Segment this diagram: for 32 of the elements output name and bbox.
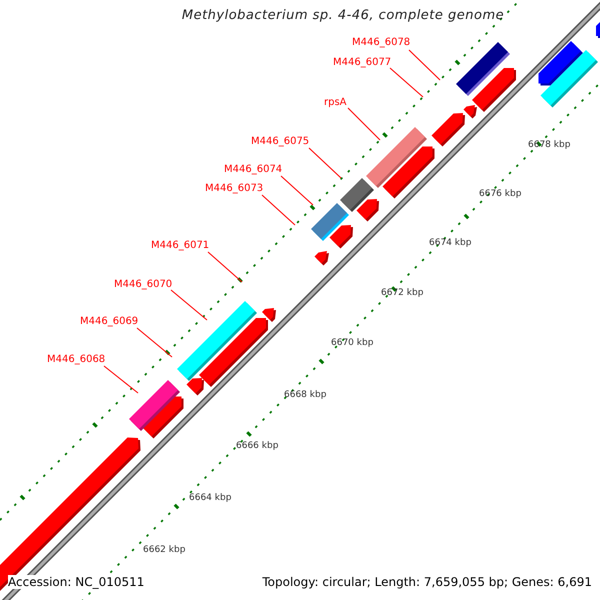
scale-label: 6678 kbp xyxy=(528,140,570,151)
scale-label: 6674 kbp xyxy=(429,238,472,249)
gene-label: M446_6078 xyxy=(352,37,410,49)
gene-label: M446_6071 xyxy=(151,240,210,252)
scale-label: 6666 kbp xyxy=(236,441,278,452)
accession-note: Accession: NC_010511 xyxy=(8,575,144,589)
gene-label: rpsA xyxy=(324,97,347,109)
leader-line xyxy=(308,148,342,178)
scale-label: 6676 kbp xyxy=(479,189,522,200)
gene-label: M446_6070 xyxy=(114,279,172,291)
gene-label: M446_6068 xyxy=(47,354,106,366)
leader-line xyxy=(262,194,296,226)
leader-line xyxy=(170,290,208,320)
leader-line xyxy=(408,50,440,80)
leader-line xyxy=(104,366,138,394)
scale-label: 6672 kbp xyxy=(381,288,424,299)
leader-line xyxy=(136,328,172,358)
genome-info-note: Topology: circular; Length: 7,659,055 bp; Genes: 6,691 xyxy=(262,575,592,589)
gene-label: M446_6075 xyxy=(251,136,310,148)
gene-label: M446_6069 xyxy=(80,316,138,328)
title: Methylobacterium sp. 4-46, complete genome xyxy=(180,8,506,23)
scale-label: 6668 kbp xyxy=(284,390,326,401)
gene-label: M446_6077 xyxy=(333,57,392,69)
leader-line xyxy=(280,176,314,206)
leader-line xyxy=(208,252,242,282)
leader-line xyxy=(348,108,380,140)
scale-label: 6670 kbp xyxy=(331,338,374,349)
leader-line xyxy=(390,68,424,98)
gene-label: M446_6073 xyxy=(205,183,264,195)
scale-label: 6664 kbp xyxy=(189,493,232,504)
gene-label: M446_6074 xyxy=(224,164,282,176)
scale-label: 6662 kbp xyxy=(143,545,186,556)
